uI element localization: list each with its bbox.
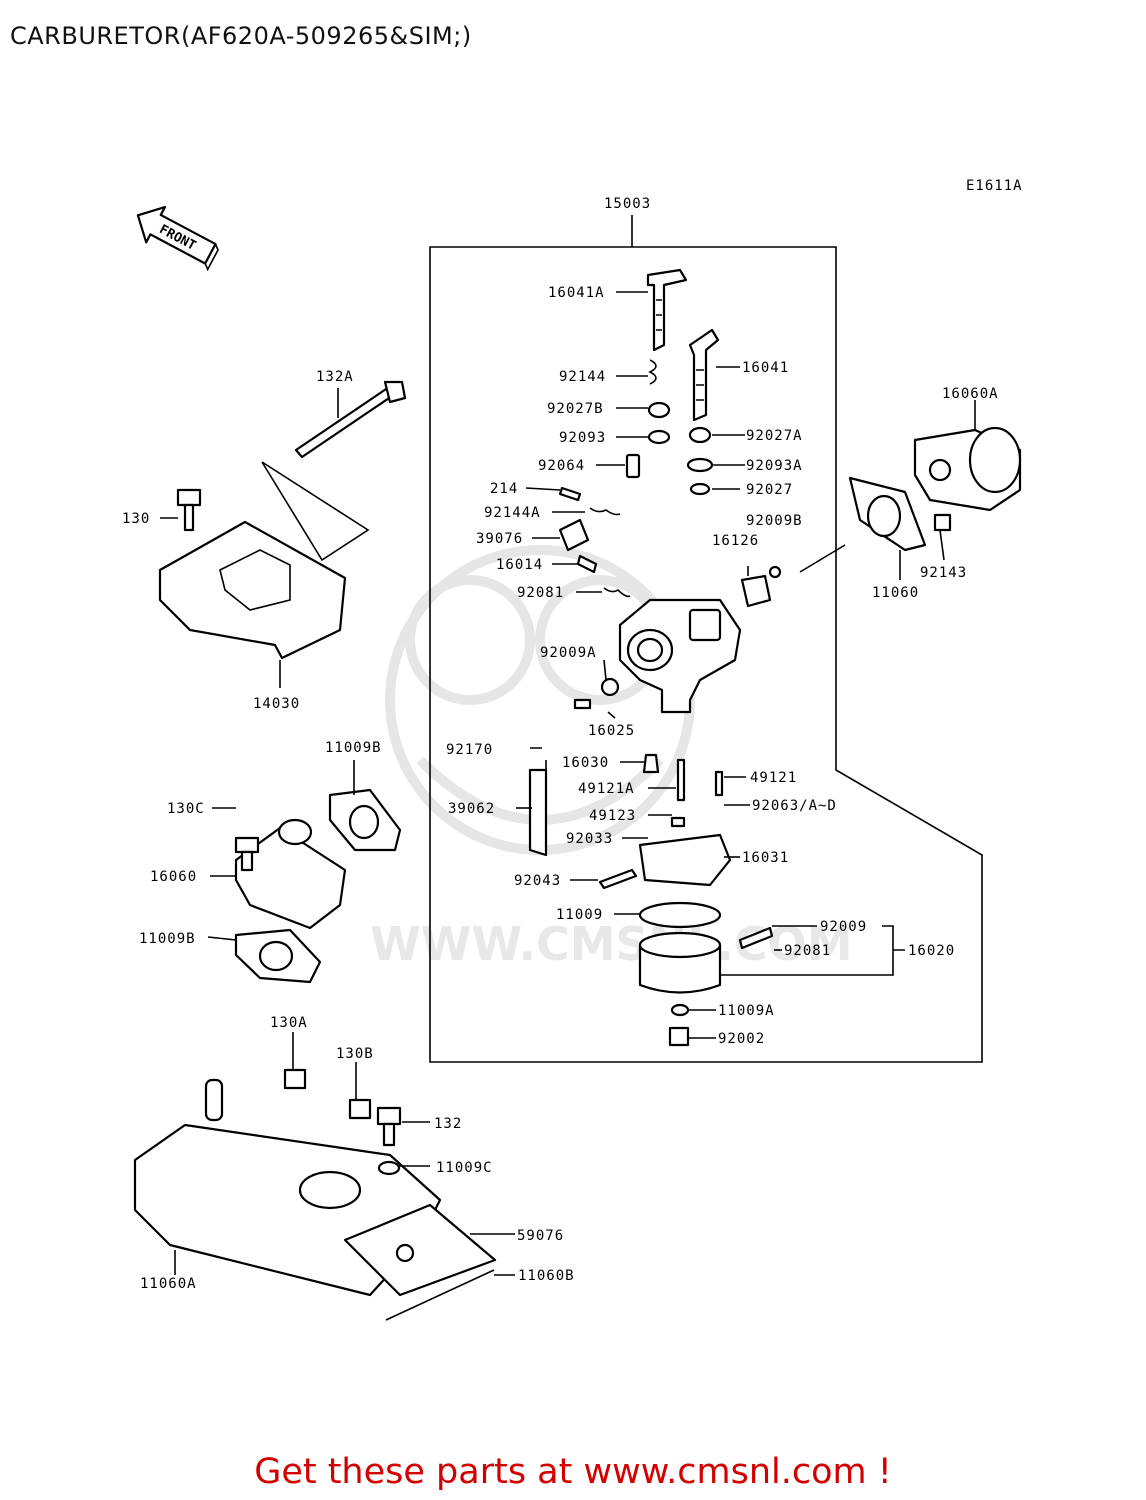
part-label-16030: 16030 — [562, 755, 609, 771]
part-label-49121: 49121 — [750, 770, 797, 786]
part-label-11060B: 11060B — [518, 1268, 575, 1284]
part-label-214: 214 — [490, 481, 518, 497]
part-label-49121A: 49121A — [578, 781, 635, 797]
part-label-92144A: 92144A — [484, 505, 541, 521]
part-label-92093: 92093 — [559, 430, 606, 446]
parts-diagram: WWW.CMSNL.COM E1611A FRONT — [122, 178, 1023, 1321]
part-label-11009C: 11009C — [436, 1160, 493, 1176]
bolt-130C — [234, 836, 260, 872]
part-label-92027: 92027 — [746, 482, 793, 498]
part-label-39076: 39076 — [476, 531, 523, 547]
part-label-59076: 59076 — [517, 1228, 564, 1244]
part-label-92170: 92170 — [446, 742, 493, 758]
part-label-39062: 39062 — [448, 801, 495, 817]
insulator-16060 — [234, 818, 347, 930]
part-label-132A: 132A — [316, 369, 354, 385]
ref-code: E1611A — [966, 178, 1023, 194]
carburetor-assembly-box — [429, 215, 983, 1063]
part-label-16126: 16126 — [712, 533, 759, 549]
part-label-92033: 92033 — [566, 831, 613, 847]
bolt-130 — [176, 488, 202, 532]
part-label-92043: 92043 — [514, 873, 561, 889]
part-label-11009B-top: 11009B — [325, 740, 382, 756]
watermark-text: WWW.CMSNL.COM — [370, 917, 853, 971]
part-label-16031: 16031 — [742, 850, 789, 866]
footer-promo-text[interactable]: Get these parts at www.cmsnl.com ! — [254, 1452, 892, 1492]
gasket-11009B-bottom — [234, 928, 322, 984]
gasket-11060 — [848, 476, 927, 552]
part-label-92063: 92063/A~D — [752, 798, 837, 814]
part-label-132: 132 — [434, 1116, 462, 1132]
part-label-16025: 16025 — [588, 723, 635, 739]
gasket-11060B — [385, 1269, 495, 1321]
part-label-11060A: 11060A — [140, 1276, 197, 1292]
gasket-11009B-top — [328, 788, 402, 852]
part-label-92093A: 92093A — [746, 458, 803, 474]
part-label-16014: 16014 — [496, 557, 543, 573]
part-label-92009A: 92009A — [540, 645, 597, 661]
part-label-92002: 92002 — [718, 1031, 765, 1047]
part-label-11060: 11060 — [872, 585, 919, 601]
part-label-92027B: 92027B — [547, 401, 604, 417]
leader-lines — [160, 291, 976, 1276]
part-label-92009B: 92009B — [746, 513, 803, 529]
shaft-16041 — [688, 328, 720, 422]
part-label-16041: 16041 — [742, 360, 789, 376]
part-label-130C: 130C — [167, 801, 205, 817]
part-label-92027A: 92027A — [746, 428, 803, 444]
front-arrow-icon: FRONT — [136, 205, 219, 272]
part-label-11009: 11009 — [556, 907, 603, 923]
part-label-16060: 16060 — [150, 869, 197, 885]
part-label-92009: 92009 — [820, 919, 867, 935]
watermark: WWW.CMSNL.COM — [370, 545, 853, 971]
part-label-49123: 49123 — [589, 808, 636, 824]
part-label-130A: 130A — [270, 1015, 308, 1031]
part-label-15003: 15003 — [604, 196, 651, 212]
bolt-132A — [294, 380, 407, 459]
part-labels: 15003 16041A 16041 92144 92027B 92093 92… — [122, 196, 999, 1292]
part-label-11009B-bottom: 11009B — [139, 931, 196, 947]
part-label-92081-b: 92081 — [784, 943, 831, 959]
plate-16126 — [740, 565, 782, 608]
part-label-92081: 92081 — [517, 585, 564, 601]
float-parts — [528, 753, 774, 1047]
bolts-130A-130B-132 — [283, 1068, 402, 1176]
adapter-16060A — [913, 426, 1022, 532]
part-label-92144: 92144 — [559, 369, 606, 385]
part-label-11009A: 11009A — [718, 1003, 775, 1019]
part-label-16060A: 16060A — [942, 386, 999, 402]
part-label-16020: 16020 — [908, 943, 955, 959]
carburetor-body — [618, 598, 742, 714]
page-title: CARBURETOR(AF620A-509265&SIM;) — [10, 22, 472, 50]
part-label-92064: 92064 — [538, 458, 585, 474]
heat-shield-14030 — [158, 461, 370, 660]
part-label-14030: 14030 — [253, 696, 300, 712]
part-label-92143: 92143 — [920, 565, 967, 581]
part-label-130: 130 — [122, 511, 150, 527]
plate-59076 — [343, 1203, 497, 1297]
screw-parts — [558, 486, 631, 710]
part-label-130B: 130B — [336, 1046, 374, 1062]
part-label-16041A: 16041A — [548, 285, 605, 301]
shaft-16041A — [646, 268, 688, 352]
